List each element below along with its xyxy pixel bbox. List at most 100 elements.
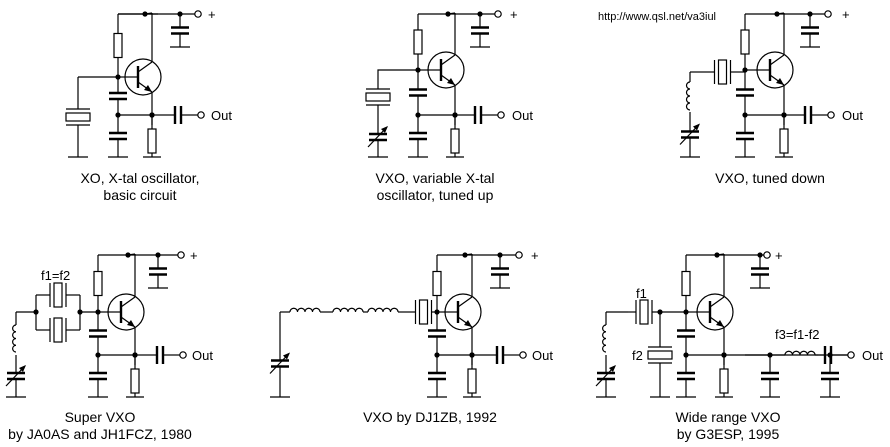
wide-vxo-output-label: Out xyxy=(862,348,883,363)
wire xyxy=(377,69,418,77)
inductor xyxy=(602,324,607,353)
resistor xyxy=(432,270,442,297)
dj1zb-supply-label: + xyxy=(531,248,539,263)
junction-dot xyxy=(469,352,475,358)
junction-dot xyxy=(477,11,483,17)
transistor-collector xyxy=(457,296,473,308)
wire xyxy=(127,253,136,256)
junction-dot xyxy=(452,112,458,118)
vxo-down-caption-line1: VXO, tuned down xyxy=(715,170,825,186)
crystal xyxy=(639,299,649,325)
terminal xyxy=(497,111,505,119)
crystal xyxy=(53,282,63,308)
inductor xyxy=(367,307,399,313)
terminal xyxy=(824,10,832,18)
resistor xyxy=(467,368,477,394)
junction-dot xyxy=(132,352,138,358)
emitter-arrow xyxy=(464,320,472,327)
variable-arrow-head xyxy=(19,365,26,372)
transistor-collector xyxy=(440,54,456,66)
crystal xyxy=(53,317,63,343)
resistor xyxy=(93,270,103,297)
xo-caption-line2: basic circuit xyxy=(103,187,177,203)
wire xyxy=(776,12,785,15)
terminal xyxy=(197,111,205,119)
crystal xyxy=(365,92,391,102)
emitter-arrow xyxy=(144,85,152,92)
resistor xyxy=(450,128,460,154)
crystal xyxy=(65,112,91,122)
wide-vxo-caption-line1: Wide range VXO xyxy=(675,409,781,425)
junction-dot xyxy=(721,352,727,358)
super-vxo-supply-label: + xyxy=(190,248,198,263)
xo-supply-label: + xyxy=(208,7,216,22)
wide-vxo-f2-label: f2 xyxy=(632,348,643,363)
super-vxo-caption-line1: Super VXO xyxy=(64,409,136,425)
junction-dot xyxy=(177,11,183,17)
terminal xyxy=(179,351,187,359)
terminal xyxy=(515,251,523,259)
terminal xyxy=(177,251,185,259)
junction-dot xyxy=(149,112,155,118)
wire xyxy=(98,354,136,365)
wire xyxy=(745,114,785,125)
vxo-up-output-label: Out xyxy=(512,108,533,123)
wide-vxo-f1-label: f1 xyxy=(636,286,647,301)
crystal xyxy=(647,350,673,360)
transistor-collector xyxy=(709,296,725,308)
wire xyxy=(418,114,456,125)
wire xyxy=(437,354,473,365)
wide-vxo-filter-label: f3=f1-f2 xyxy=(775,327,820,342)
wire xyxy=(447,12,456,15)
emitter-arrow xyxy=(447,78,455,85)
terminal xyxy=(494,10,502,18)
variable-arrow-head xyxy=(381,126,388,133)
terminal xyxy=(827,111,835,119)
resistor xyxy=(740,29,750,55)
vxo-up-caption-line1: VXO, variable X-tal xyxy=(375,170,495,186)
inductor xyxy=(332,307,364,313)
resistor xyxy=(130,368,140,394)
inductor xyxy=(289,307,321,313)
inductor xyxy=(685,81,691,111)
resistor xyxy=(147,128,157,154)
wire xyxy=(118,114,153,125)
dj1zb-caption-line1: VXO by DJ1ZB, 1992 xyxy=(363,409,497,425)
vxo-down-supply-label: + xyxy=(842,7,850,22)
resistor xyxy=(413,29,423,55)
resistor xyxy=(113,32,123,59)
resistor xyxy=(681,270,691,297)
dj1zb-output-label: Out xyxy=(532,348,553,363)
super-vxo-output-label: Out xyxy=(192,348,213,363)
resistor xyxy=(779,128,789,154)
vxo-down-output-label: Out xyxy=(842,108,863,123)
terminal xyxy=(194,10,202,18)
xo-caption-line1: XO, X-tal oscillator, xyxy=(80,170,200,186)
xo-output-label: Out xyxy=(211,108,232,123)
vxo-up-caption-line2: oscillator, tuned up xyxy=(376,187,494,203)
resistor xyxy=(719,368,729,394)
wide-vxo-supply-label: + xyxy=(775,248,783,263)
super-vxo-crystal-label: f1=f2 xyxy=(41,268,71,283)
wire xyxy=(686,354,725,365)
junction-dot xyxy=(781,112,787,118)
transistor-collector xyxy=(137,61,153,73)
terminal xyxy=(763,251,771,259)
variable-arrow-head xyxy=(283,352,290,360)
source-url: http://www.qsl.net/va3iul xyxy=(598,11,717,23)
wide-vxo-caption-line2: by G3ESP, 1995 xyxy=(676,426,780,442)
terminal xyxy=(847,351,855,359)
transistor-collector xyxy=(120,296,136,308)
crystal xyxy=(717,59,728,85)
junction-dot xyxy=(807,11,813,17)
inductor xyxy=(12,324,17,353)
emitter-arrow xyxy=(776,78,784,85)
super-vxo-caption-line2: by JA0AS and JH1FCZ, 1980 xyxy=(8,426,192,442)
variable-arrow-head xyxy=(693,123,700,131)
crystal xyxy=(418,299,429,325)
emitter-arrow xyxy=(716,320,724,327)
wire xyxy=(716,253,725,256)
emitter-arrow xyxy=(127,320,135,327)
